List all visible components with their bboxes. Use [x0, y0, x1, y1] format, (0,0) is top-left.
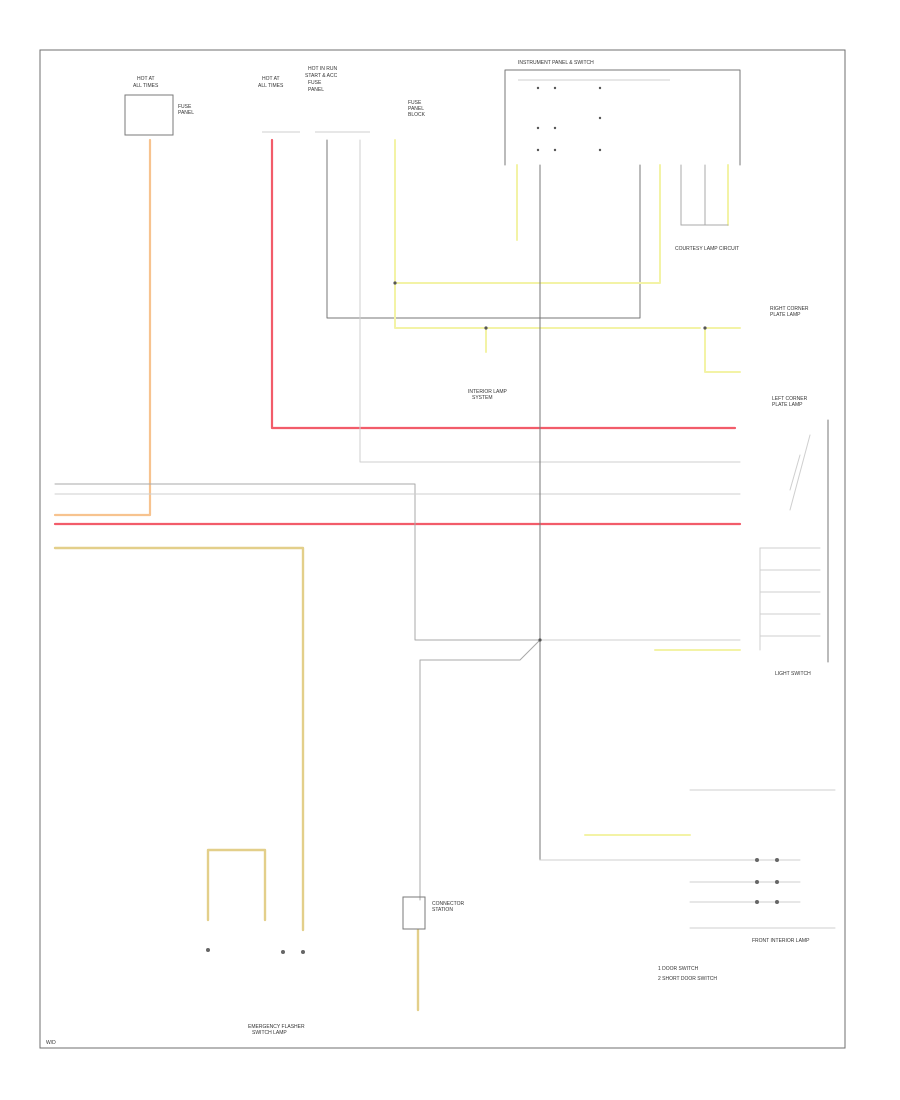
svg-text:INTERIOR LAMP: INTERIOR LAMP [468, 389, 508, 395]
svg-text:PANEL: PANEL [308, 87, 324, 93]
wire-yellow-main [394, 139, 701, 329]
svg-text:FUSE: FUSE [308, 80, 322, 86]
wire-tan [53, 546, 305, 932]
svg-text:STATION: STATION [432, 907, 453, 913]
svg-text:HOT IN RUN: HOT IN RUN [308, 66, 337, 72]
svg-text:CONNECTOR: CONNECTOR [432, 901, 465, 907]
fuse-block-mid: HOT AT ALL TIMES [258, 76, 300, 133]
svg-text:INSTRUMENT PANEL & SWITCH: INSTRUMENT PANEL & SWITCH [518, 60, 594, 66]
fuse-block-left: HOT AT ALL TIMES FUSE PANEL [124, 76, 194, 136]
wire-orange [53, 138, 152, 517]
connector-station: CONNECTOR STATION [402, 896, 465, 930]
wire-gray-down [359, 139, 741, 463]
svg-text:LIGHT SWITCH: LIGHT SWITCH [775, 671, 811, 677]
svg-text:PLATE LAMP: PLATE LAMP [772, 402, 803, 408]
svg-text:HOT AT: HOT AT [262, 76, 280, 82]
svg-text:1 DOOR SWITCH: 1 DOOR SWITCH [658, 966, 699, 972]
left-corner-lamp: LEFT CORNER PLATE LAMP [772, 396, 829, 663]
svg-text:PANEL: PANEL [408, 106, 424, 112]
svg-text:ALL TIMES: ALL TIMES [258, 83, 284, 89]
svg-text:EMERGENCY FLASHER: EMERGENCY FLASHER [248, 1024, 305, 1030]
svg-text:FRONT INTERIOR LAMP: FRONT INTERIOR LAMP [752, 938, 810, 944]
wire-red-upper [270, 138, 737, 430]
wire-flasher-loop [206, 848, 267, 922]
interior-lamp-system: INTERIOR LAMP SYSTEM [468, 389, 508, 401]
svg-text:COURTESY LAMP CIRCUIT: COURTESY LAMP CIRCUIT [675, 246, 739, 252]
wire-gray-loop [326, 139, 641, 319]
legend: 1 DOOR SWITCH 2 SHORT DOOR SWITCH [658, 966, 717, 982]
svg-text:SWITCH LAMP: SWITCH LAMP [252, 1030, 287, 1036]
emergency-flasher: EMERGENCY FLASHER SWITCH LAMP [206, 948, 305, 1036]
svg-text:ALL TIMES: ALL TIMES [133, 83, 159, 89]
wire-gray-lower [419, 639, 541, 901]
svg-text:HOT AT: HOT AT [137, 76, 155, 82]
svg-text:FUSE: FUSE [408, 100, 422, 106]
svg-text:2 SHORT DOOR SWITCH: 2 SHORT DOOR SWITCH [658, 976, 717, 982]
light-switch: LIGHT SWITCH [759, 547, 821, 677]
wire-gray-top [54, 483, 541, 641]
svg-text:SYSTEM: SYSTEM [472, 395, 493, 401]
instrument-panel-switch: INSTRUMENT PANEL & SWITCH [504, 60, 741, 166]
svg-text:PLATE LAMP: PLATE LAMP [770, 312, 801, 318]
svg-text:BLOCK: BLOCK [408, 112, 426, 118]
front-interior-lamp: FRONT INTERIOR LAMP [689, 789, 836, 944]
svg-text:FUSE: FUSE [178, 104, 192, 110]
wire-yellow-branch [704, 327, 741, 373]
svg-text:RIGHT CORNER: RIGHT CORNER [770, 306, 809, 312]
diagram-frame [39, 49, 846, 1049]
svg-text:PANEL: PANEL [178, 110, 194, 116]
svg-text:START & ACC: START & ACC [305, 73, 338, 79]
page-ref: W/D [46, 1040, 56, 1046]
svg-text:LEFT CORNER: LEFT CORNER [772, 396, 808, 402]
fuse-block-right: HOT IN RUN START & ACC FUSE PANEL FUSE P… [305, 66, 426, 133]
wire-yellow-top [394, 164, 661, 284]
courtesy-lamp-circuit: COURTESY LAMP CIRCUIT [675, 164, 739, 252]
right-corner-lamp: RIGHT CORNER PLATE LAMP [770, 306, 809, 318]
